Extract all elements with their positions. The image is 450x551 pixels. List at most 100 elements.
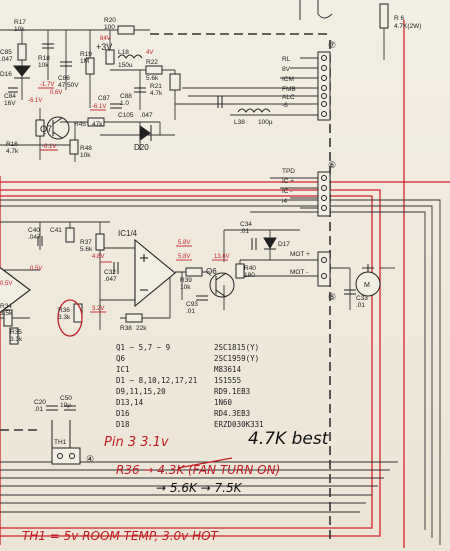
label-alc: ALC (282, 94, 295, 101)
label-r34-value: 3.5k (0, 310, 13, 317)
parts-ref-7: D18 (116, 420, 130, 429)
label-q7: Q7 (40, 124, 52, 134)
label-c41: C41 (50, 227, 62, 234)
connector-6 (317, 171, 331, 217)
parts-part-0: 2SC1815(Y) (214, 343, 259, 352)
inductor-l38 (237, 108, 271, 113)
parts-ref-5: D13,14 (116, 398, 144, 407)
parts-part-5: 1N60 (214, 398, 233, 407)
label-8v: 8V (282, 66, 291, 73)
parts-ref-0: Q1 ~ 5,7 ~ 9 (116, 343, 170, 352)
voltage-4-8: 4.8V (92, 254, 104, 260)
label-r21-value: 4.7k (150, 90, 163, 97)
voltage-3-2: 3.2V (92, 306, 104, 312)
label-tpd: TPD (282, 168, 295, 175)
label-c93-value: .01 (186, 308, 195, 315)
note-th1: TH1 = 5v ROOM TEMP, 3.0v HOT (22, 529, 220, 543)
label-r38: R38 (120, 325, 132, 332)
label-d20: D20 (134, 143, 149, 152)
label-c33-value: .01 (356, 302, 365, 309)
voltage-5-8-a: 5.8V (178, 240, 190, 246)
label-ic1-4: IC1/4 (118, 229, 138, 238)
top-right-lead (299, 0, 333, 20)
parts-part-1: 2SC1959(Y) (214, 354, 259, 363)
label-c85-value: .047 (0, 56, 13, 63)
r36-highlight (57, 299, 83, 337)
label-connector-6: ⑥ (328, 160, 336, 170)
label-r45: R45 (74, 121, 86, 128)
parts-ref-2: IC1 (116, 365, 130, 374)
voltage-1-7: -1.7V (40, 82, 54, 88)
label-r48: R48 (80, 145, 92, 152)
label-c50-value: 10µ (60, 402, 71, 409)
label-c50: C50 (60, 395, 72, 402)
red-voltage-labels: -1.7V -6.1V -6.1V -6.1V 0.6V 4V 84V 4.8V… (0, 36, 230, 312)
voltage-0-5-a: 0.5V (30, 266, 42, 272)
bottom-left-parts (46, 405, 81, 465)
label-c85: C85 (0, 49, 12, 56)
label-c88-value: 1.0 (120, 100, 129, 107)
diode-d16 (12, 65, 32, 79)
label-r35-value: 3.3k (10, 336, 23, 343)
label-r6: R 6 (394, 15, 405, 22)
strike-4-3k (177, 457, 233, 469)
label-l38: L38 (234, 119, 245, 126)
transistor-q7 (46, 116, 70, 140)
opamp-left (0, 266, 31, 314)
parts-ref-6: D16 (116, 409, 130, 418)
label-r38-value: 22k (136, 325, 147, 332)
board-outline (0, 33, 331, 540)
label-r19: R19 (80, 51, 92, 58)
label-r45-value: 47k (92, 121, 103, 128)
label-c86: C86 (58, 75, 70, 82)
voltage-4: 4V (146, 50, 153, 56)
label-fmb: FMB (282, 86, 296, 93)
parts-part-6: RD4.3EB3 (214, 409, 250, 418)
voltage-6-1-b: -6.1V (92, 104, 106, 110)
label-c33: C33 (356, 295, 368, 302)
label-c40-value: .047 (28, 234, 41, 241)
label-r40: R40 (244, 265, 256, 272)
connector-7 (317, 51, 331, 121)
motor (355, 264, 381, 297)
label-connector-5: ⑤ (328, 292, 336, 302)
transistor-q6 (209, 272, 235, 298)
opamp-ic1-4 (134, 238, 176, 308)
label-c105: C105 (118, 112, 134, 119)
diode-d20 (139, 125, 152, 141)
note-pin3: Pin 3 3.1v (104, 435, 169, 450)
label-c20-value: .01 (34, 406, 43, 413)
parts-part-7: ERZD030K331 (214, 420, 264, 429)
label-c34: C34 (240, 221, 252, 228)
label-r37-value: 5.6k (80, 246, 93, 253)
parts-ref-4: D9,11,15,20 (116, 387, 166, 396)
label-d16: D16 (0, 71, 12, 78)
label-r36-value: 3.3k (58, 314, 71, 321)
label-r17: R17 (14, 19, 26, 26)
voltage-6-1-c: -6.1V (42, 144, 56, 150)
voltage-plus3: +3V (96, 42, 112, 52)
label-th1: TH1 (54, 439, 67, 446)
label-d17: D17 (278, 241, 290, 248)
label-c32: C32 (104, 269, 116, 276)
label-c20: C20 (34, 399, 46, 406)
label-c105-value: .047 (140, 112, 153, 119)
label-r17-value: 10k (14, 26, 25, 33)
parts-part-3: 1S1555 (214, 376, 241, 385)
parts-part-4: RD9.1EB3 (214, 387, 250, 396)
label-r34: R34 (0, 303, 12, 310)
label-c84: C84 (4, 93, 16, 100)
voltage-markers (38, 87, 228, 313)
label-r20-value: 100 (104, 24, 115, 31)
label-r16: R16 (6, 141, 18, 148)
label-l38-value: 100µ (258, 119, 273, 126)
label-r39: R39 (180, 277, 192, 284)
label-icm: ICM (282, 76, 294, 83)
label-connector-7: ⑦ (328, 40, 336, 50)
label-c34-value: .01 (240, 228, 249, 235)
label-q6: Q6 (206, 267, 217, 276)
label-r21: R21 (150, 83, 162, 90)
voltage-0-6: 0.6V (50, 90, 62, 96)
